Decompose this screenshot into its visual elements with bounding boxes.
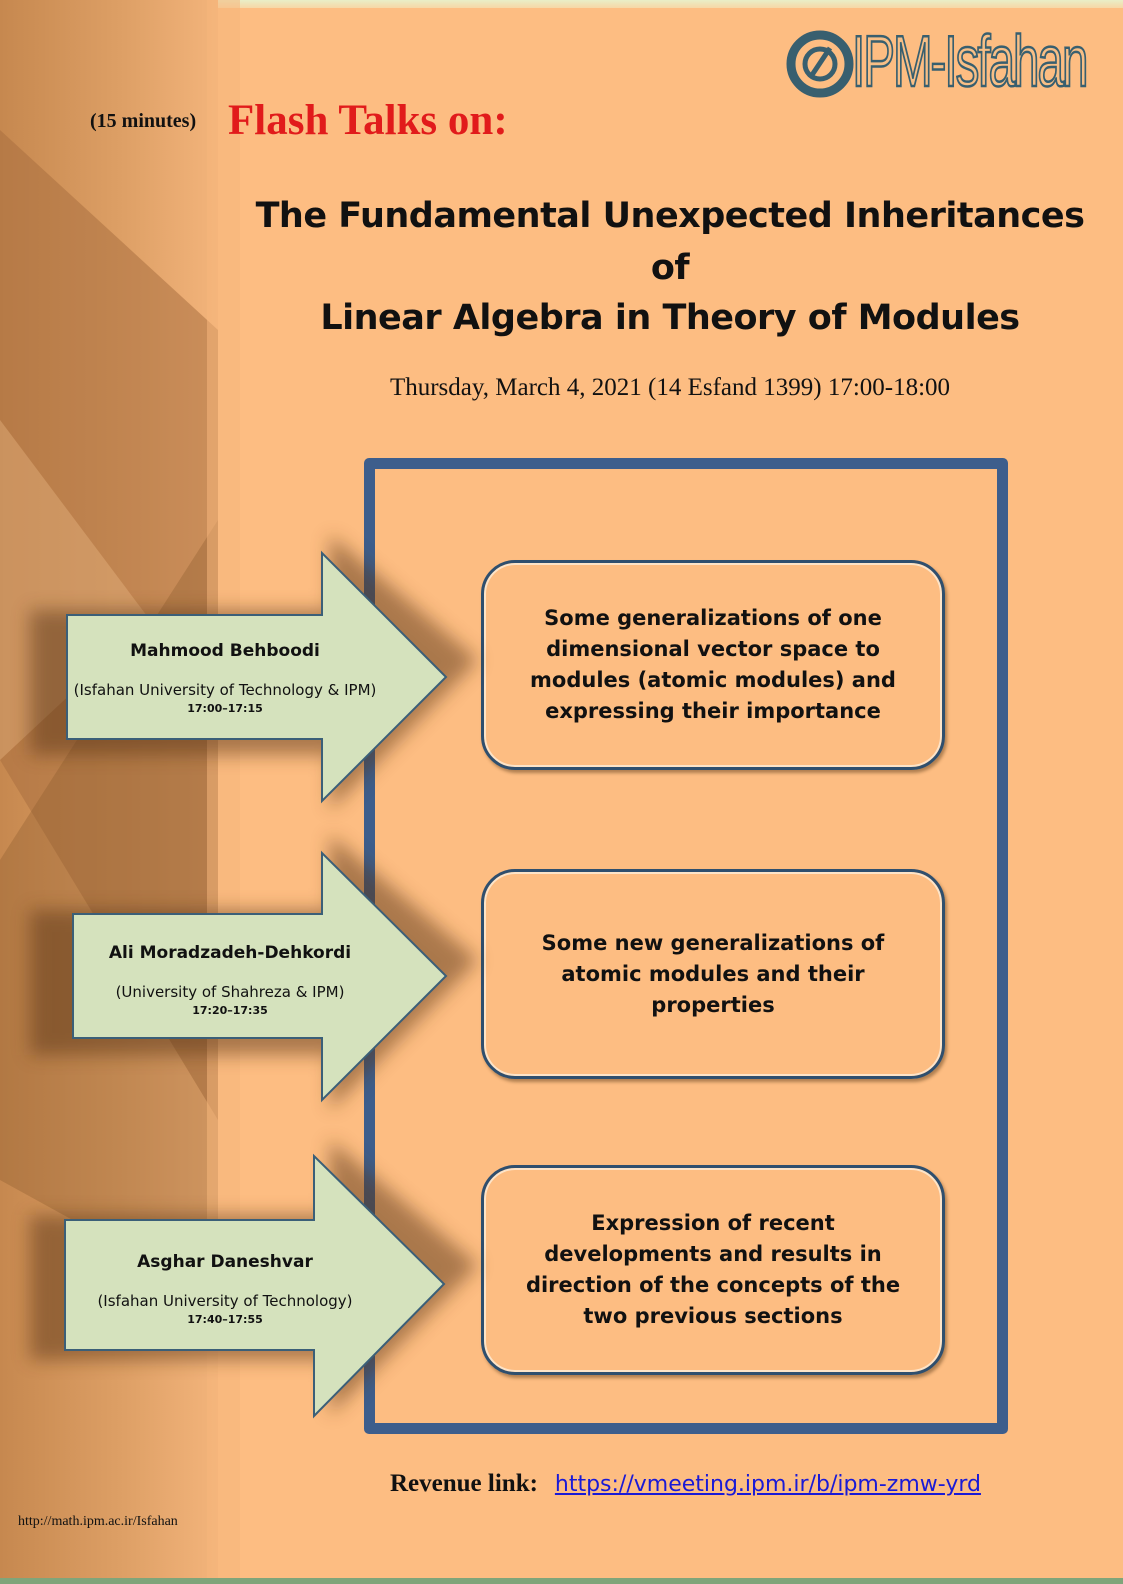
- arrow-3: [64, 1153, 446, 1419]
- topic-box-3: Expression of recent developments and re…: [481, 1165, 945, 1375]
- speaker-name: Mahmood Behboodi: [130, 641, 320, 661]
- title-line-3: Linear Algebra in Theory of Modules: [320, 298, 1020, 338]
- minutes-note: (15 minutes): [90, 110, 197, 132]
- speaker-block-1: Mahmood Behboodi (Isfahan University of …: [60, 641, 390, 715]
- revenue-line: Revenue link: https://vmeeting.ipm.ir/b/…: [390, 1469, 981, 1498]
- title-line-1: The Fundamental Unexpected Inheritances: [255, 196, 1085, 236]
- speaker-affiliation: (Isfahan University of Technology & IPM): [73, 681, 377, 699]
- site-url: http://math.ipm.ac.ir/Isfahan: [18, 1514, 178, 1529]
- speaker-affiliation: (University of Shahreza & IPM): [115, 983, 345, 1001]
- talk-time: 17:20–17:35: [192, 1004, 268, 1017]
- event-date: Thursday, March 4, 2021 (14 Esfand 1399)…: [389, 374, 951, 401]
- ipm-logo-icon: [786, 30, 854, 98]
- speaker-block-3: Asghar Daneshvar (Isfahan University of …: [60, 1252, 390, 1326]
- meeting-link[interactable]: https://vmeeting.ipm.ir/b/ipm-zmw-yrd: [554, 1472, 981, 1497]
- speaker-name: Ali Moradzadeh-Dehkordi: [108, 943, 352, 963]
- arrow-1: [66, 550, 448, 804]
- revenue-label: Revenue link:: [390, 1470, 538, 1497]
- arrow-2: [72, 850, 448, 1103]
- speaker-affiliation: (Isfahan University of Technology): [97, 1292, 353, 1310]
- topic-box-1: Some generalizations of one dimensional …: [481, 560, 945, 770]
- flash-talks-heading: Flash Talks on:: [228, 97, 508, 144]
- title-line-2: of: [650, 248, 690, 288]
- speaker-arrows: [30, 535, 478, 1419]
- topic-box-2: Some new generalizations of atomic modul…: [481, 869, 945, 1079]
- logo-text: IPM-Isfahan: [851, 21, 1089, 104]
- talk-time: 17:00–17:15: [187, 702, 263, 715]
- speaker-name: Asghar Daneshvar: [137, 1252, 313, 1272]
- top-border-strip: [0, 0, 1123, 8]
- speaker-block-2: Ali Moradzadeh-Dehkordi (University of S…: [60, 943, 400, 1017]
- bottom-border-strip: [0, 1578, 1123, 1584]
- talk-time: 17:40–17:55: [187, 1313, 263, 1326]
